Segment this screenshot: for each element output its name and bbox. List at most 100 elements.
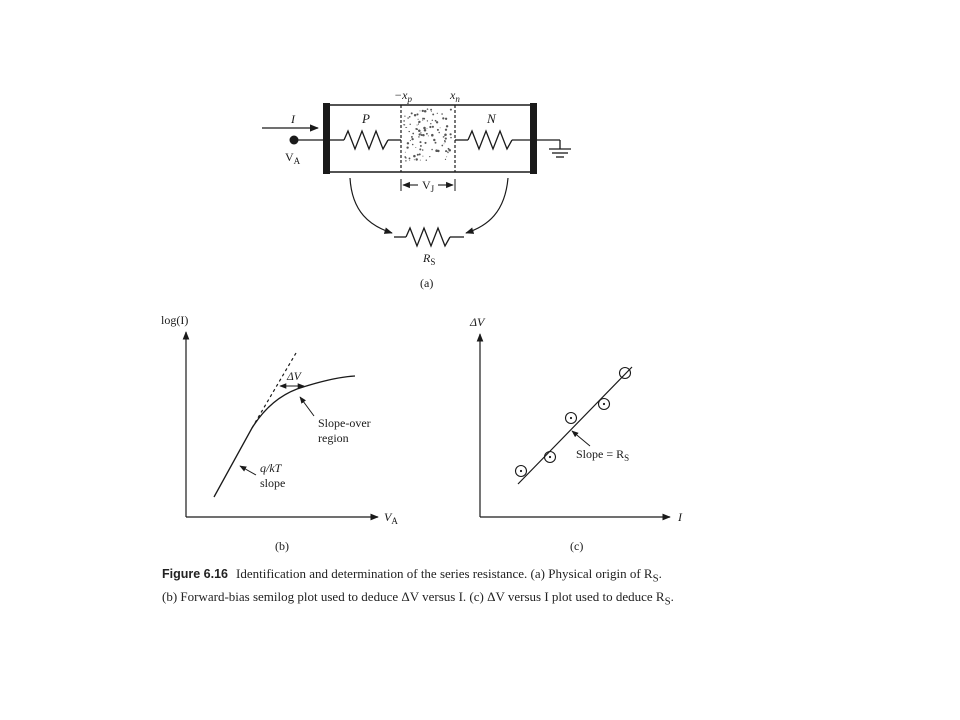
- depletion-speckle: [413, 159, 415, 161]
- caption-line-2: (b) Forward-bias semilog plot used to de…: [162, 588, 722, 611]
- plot-c-ylabel: ΔV: [469, 315, 486, 329]
- slope-pointer: [571, 430, 591, 447]
- depletion-speckle: [436, 128, 439, 131]
- depletion-speckle: [423, 109, 427, 113]
- depletion-speckle: [418, 133, 421, 136]
- depletion-speckle: [429, 125, 432, 129]
- depletion-speckle: [417, 118, 419, 120]
- annot-qkt-line1: q/kT: [260, 461, 283, 475]
- depletion-speckle: [409, 159, 411, 161]
- semilog-plot: log(I) VA ΔV Slope-over region q/kT slop…: [161, 313, 398, 553]
- annot-slopeover-line2: region: [318, 431, 349, 445]
- caption-sub-2: S: [664, 595, 671, 608]
- depletion-speckle: [403, 124, 405, 126]
- depletion-speckle: [431, 119, 433, 121]
- depletion-speckle: [423, 128, 427, 132]
- depletion-speckle: [439, 127, 441, 129]
- panel-label-c: (c): [570, 539, 583, 553]
- annot-qkt-line2: slope: [260, 476, 285, 490]
- depletion-speckle: [408, 115, 411, 118]
- ground-symbol: [537, 139, 571, 158]
- curved-arrow-right: [465, 177, 509, 234]
- depletion-speckle: [410, 112, 413, 115]
- depletion-speckle: [420, 134, 423, 136]
- depletion-speckle: [426, 132, 428, 135]
- depletion-speckle: [430, 111, 432, 113]
- depletion-speckle: [429, 156, 431, 158]
- depletion-speckle: [434, 141, 437, 144]
- left-contact: [323, 103, 330, 174]
- depletion-speckle: [433, 138, 436, 142]
- depletion-speckle: [407, 117, 409, 119]
- panel-label-b: (b): [275, 539, 289, 553]
- depletion-speckle: [424, 141, 427, 144]
- depletion-speckle: [444, 128, 448, 131]
- depletion-speckle: [406, 142, 410, 145]
- depletion-speckle: [445, 125, 449, 128]
- depletion-speckle: [450, 136, 452, 139]
- depletion-speckle: [444, 135, 445, 137]
- depletion-speckle: [422, 119, 424, 121]
- depletion-speckle: [445, 150, 448, 153]
- plot-c-xlabel: I: [677, 510, 683, 524]
- depletion-speckle: [406, 146, 409, 149]
- ideal-extrapolation: [251, 352, 297, 429]
- depletion-speckle: [441, 144, 444, 147]
- depletion-speckle: [421, 109, 424, 113]
- depletion-speckle: [416, 153, 419, 156]
- figure-number: Figure 6.16: [162, 567, 228, 581]
- depletion-speckle: [436, 112, 438, 114]
- depletion-speckle: [426, 127, 428, 129]
- depletion-speckle: [418, 136, 420, 138]
- depletion-speckle: [432, 113, 435, 116]
- depletion-speckle: [418, 124, 419, 126]
- depletion-speckle: [444, 140, 446, 143]
- depletion-speckle: [423, 117, 426, 120]
- depletion-speckle: [447, 151, 449, 153]
- depletion-speckle: [434, 119, 437, 122]
- series-resistor: [405, 226, 451, 248]
- depletion-speckle: [404, 151, 406, 153]
- depletion-speckle: [425, 159, 428, 161]
- caption-end-2: .: [670, 588, 674, 604]
- p-region-resistor: [343, 129, 389, 151]
- depletion-speckle: [415, 158, 418, 161]
- label-junction-voltage: VJ: [422, 178, 435, 194]
- data-point: [564, 411, 578, 425]
- depletion-speckle: [416, 113, 419, 116]
- depletion-speckle: [431, 125, 434, 128]
- depletion-speckle: [423, 126, 426, 130]
- depletion-speckle: [416, 124, 418, 126]
- depletion-speckle: [442, 117, 445, 120]
- depletion-speckle: [410, 135, 413, 138]
- label-delta-v: ΔV: [286, 371, 303, 383]
- depletion-speckle: [442, 136, 445, 138]
- depletion-speckle: [419, 110, 421, 112]
- depletion-speckle: [404, 115, 406, 117]
- depletion-speckle: [415, 127, 418, 130]
- data-point: [543, 450, 557, 464]
- depletion-speckle: [438, 131, 440, 134]
- delta-v-plot: ΔV I Slope = RS (c): [469, 315, 683, 553]
- depletion-speckle: [405, 160, 407, 162]
- depletion-speckle: [448, 148, 451, 152]
- depletion-speckle: [426, 120, 429, 122]
- depletion-speckle: [403, 120, 405, 122]
- depletion-region: [400, 105, 456, 172]
- plot-b-xlabel: VA: [384, 510, 398, 526]
- terminal-node: [289, 135, 299, 145]
- slopeover-pointer: [299, 396, 315, 417]
- depletion-speckle: [406, 126, 408, 129]
- panel-label-a: (a): [420, 276, 433, 290]
- depletion-speckle: [446, 156, 448, 158]
- depletion-speckle: [419, 148, 422, 151]
- qkt-pointer: [239, 465, 257, 476]
- depletion-speckle: [404, 156, 407, 158]
- depletion-speckle: [419, 144, 422, 147]
- depletion-speckle: [426, 108, 429, 110]
- annot-slopeover-line1: Slope-over: [318, 416, 371, 430]
- n-region-resistor: [467, 129, 513, 151]
- depletion-speckle: [419, 141, 422, 144]
